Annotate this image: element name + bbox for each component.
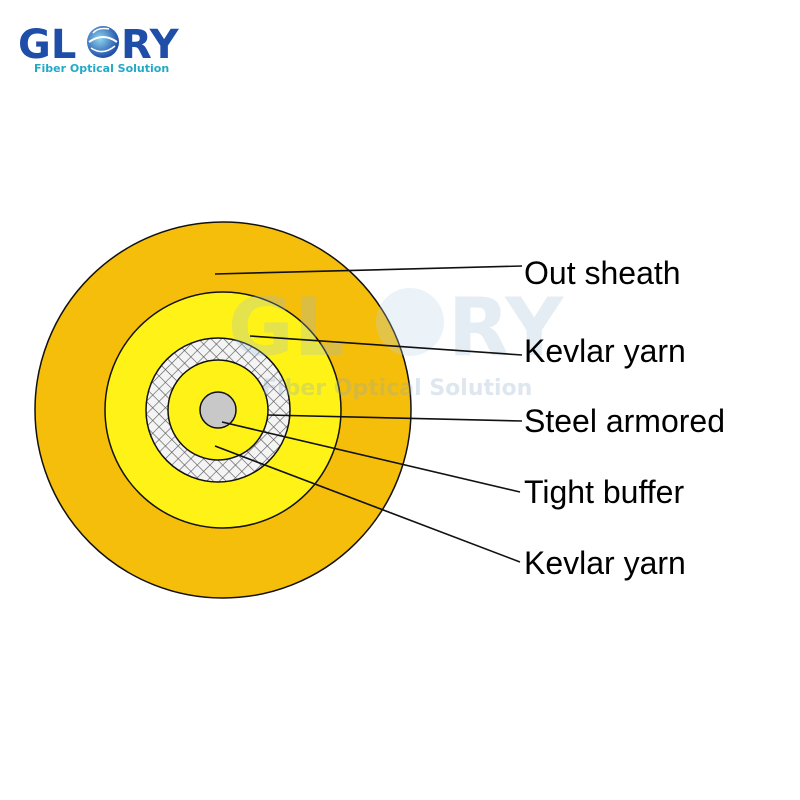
- watermark-word-right: RY: [448, 281, 564, 374]
- labels: Out sheath Kevlar yarn Steel armored Tig…: [524, 255, 725, 581]
- label-tight-buffer: Tight buffer: [524, 474, 684, 510]
- label-steel-armored: Steel armored: [524, 403, 725, 439]
- leader-line-out-sheath: [214, 265, 523, 275]
- globe-icon: [87, 26, 119, 58]
- leader-line-steel-armored: [267, 414, 523, 422]
- leader-lines: [214, 265, 523, 563]
- label-kevlar-yarn-inner: Kevlar yarn: [524, 545, 686, 581]
- leader-line-kevlar-yarn-inner: [214, 445, 521, 563]
- logo-tagline: Fiber Optical Solution: [34, 62, 169, 75]
- leader-line-tight-buffer: [221, 421, 521, 493]
- watermark-word-left: GL: [228, 281, 345, 374]
- logo: GL RY Fiber Optical Solution: [18, 22, 180, 75]
- label-kevlar-yarn-outer: Kevlar yarn: [524, 333, 686, 369]
- watermark-globe-icon: [376, 288, 444, 356]
- leader-line-kevlar-yarn-outer: [249, 335, 523, 356]
- logo-word-right: RY: [121, 22, 180, 68]
- tight-buffer-core: [199, 391, 237, 429]
- cable-cross-section: [34, 221, 412, 599]
- logo-word-left: GL: [18, 22, 76, 68]
- watermark: GL RY Fiber Optical Solution: [228, 281, 564, 401]
- watermark-tagline: Fiber Optical Solution: [262, 376, 532, 401]
- label-out-sheath: Out sheath: [524, 255, 681, 291]
